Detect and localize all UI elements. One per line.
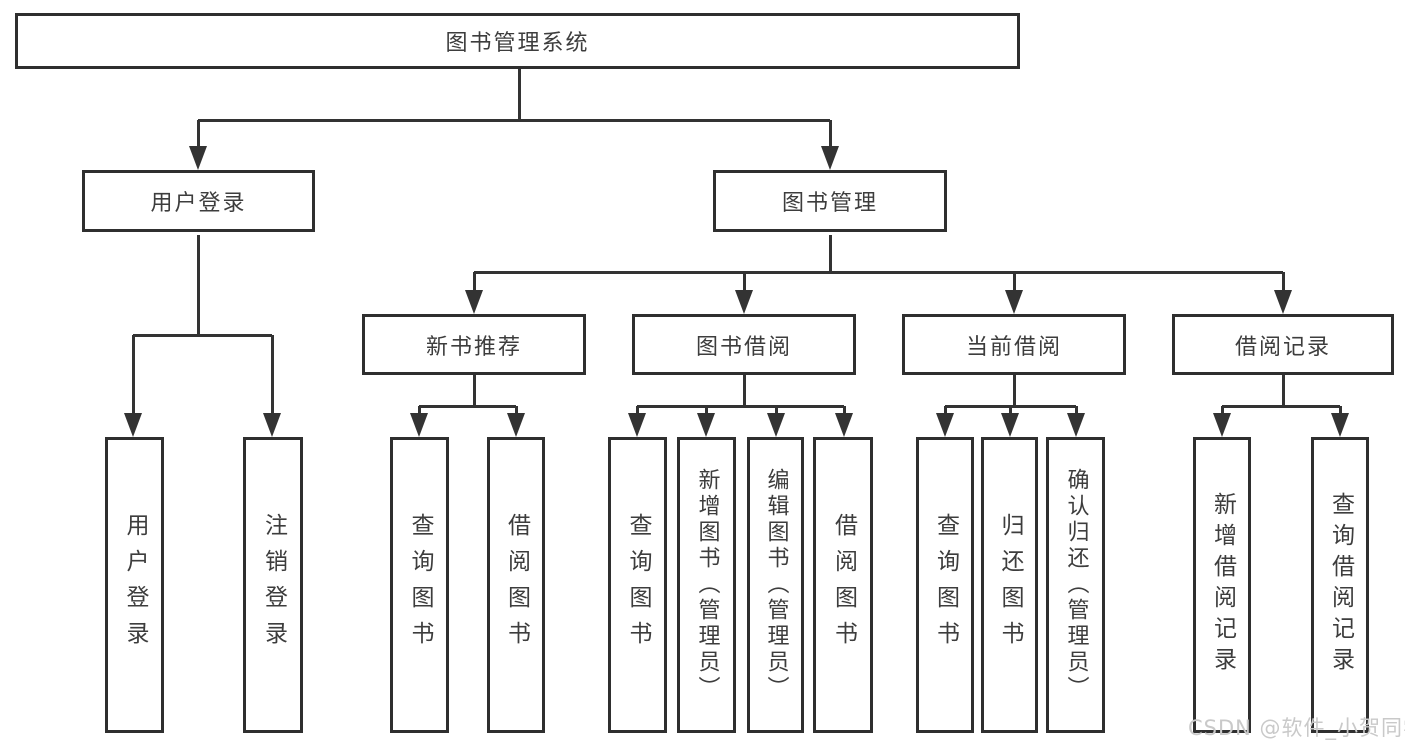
connector-line — [1074, 406, 1078, 417]
node-leaf-confirm-return-admin: 确认归还（管理员） — [1046, 437, 1105, 733]
node-leaf-edit-books-admin: 编辑图书（管理员） — [747, 437, 804, 733]
connector-line — [419, 404, 516, 408]
arrow-down-icon — [465, 290, 483, 314]
connector-line — [637, 404, 844, 408]
connector-line — [517, 69, 521, 120]
arrow-down-icon — [821, 146, 839, 170]
connector-line — [1012, 272, 1016, 294]
arrow-down-icon — [507, 413, 525, 437]
node-library-management-system: 图书管理系统 — [15, 13, 1020, 69]
connector-line — [943, 406, 947, 417]
connector-line — [417, 406, 421, 417]
arrow-down-icon — [835, 413, 853, 437]
node-new-book-recommendation: 新书推荐 — [362, 314, 586, 375]
connector-line — [514, 406, 518, 417]
arrow-down-icon — [936, 413, 954, 437]
node-leaf-query-books-2: 查询图书 — [608, 437, 667, 733]
node-leaf-user-login: 用户登录 — [105, 437, 164, 733]
connector-line — [1012, 375, 1016, 406]
connector-line — [196, 235, 200, 335]
arrow-down-icon — [767, 413, 785, 437]
arrow-down-icon — [1005, 290, 1023, 314]
node-leaf-logout: 注销登录 — [243, 437, 303, 733]
arrow-down-icon — [1274, 290, 1292, 314]
connector-line — [704, 406, 708, 417]
node-leaf-query-borrow-record: 查询借阅记录 — [1311, 437, 1369, 733]
node-user-login: 用户登录 — [82, 170, 315, 232]
node-book-management: 图书管理 — [713, 170, 947, 232]
node-leaf-return-books: 归还图书 — [981, 437, 1038, 733]
connector-line — [742, 375, 746, 406]
node-current-borrowing: 当前借阅 — [902, 314, 1126, 375]
node-leaf-add-books-admin: 新增图书（管理员） — [677, 437, 736, 733]
connector-line — [1008, 406, 1012, 417]
connector-line — [1220, 406, 1224, 417]
connector-line — [1338, 406, 1342, 417]
node-leaf-borrow-books-1: 借阅图书 — [487, 437, 545, 733]
node-leaf-query-books-1: 查询图书 — [390, 437, 449, 733]
arrow-down-icon — [1067, 413, 1085, 437]
node-borrowing-records: 借阅记录 — [1172, 314, 1394, 375]
connector-line — [828, 120, 832, 150]
connector-line — [131, 335, 135, 417]
connector-line — [1281, 272, 1285, 294]
arrow-down-icon — [410, 413, 428, 437]
connector-line — [1222, 404, 1340, 408]
arrow-down-icon — [189, 146, 207, 170]
connector-line — [742, 272, 746, 294]
connector-line — [198, 118, 830, 122]
arrow-down-icon — [263, 413, 281, 437]
node-leaf-query-books-3: 查询图书 — [916, 437, 974, 733]
connector-line — [472, 375, 476, 406]
connector-line — [472, 272, 476, 294]
connector-line — [133, 333, 272, 337]
connector-line — [635, 406, 639, 417]
arrow-down-icon — [735, 290, 753, 314]
connector-line — [828, 235, 832, 272]
csdn-watermark: CSDN @软件_小贺同学 — [1188, 716, 1405, 740]
arrow-down-icon — [124, 413, 142, 437]
connector-line — [270, 335, 274, 417]
arrow-down-icon — [628, 413, 646, 437]
arrow-down-icon — [697, 413, 715, 437]
node-leaf-borrow-books-2: 借阅图书 — [813, 437, 873, 733]
arrow-down-icon — [1331, 413, 1349, 437]
arrow-down-icon — [1001, 413, 1019, 437]
connector-line — [1281, 375, 1285, 406]
arrow-down-icon — [1213, 413, 1231, 437]
node-leaf-add-borrow-record: 新增借阅记录 — [1193, 437, 1251, 733]
node-book-borrowing: 图书借阅 — [632, 314, 856, 375]
connector-line — [842, 406, 846, 417]
connector-line — [474, 270, 1283, 274]
connector-line — [774, 406, 778, 417]
connector-line — [196, 120, 200, 150]
